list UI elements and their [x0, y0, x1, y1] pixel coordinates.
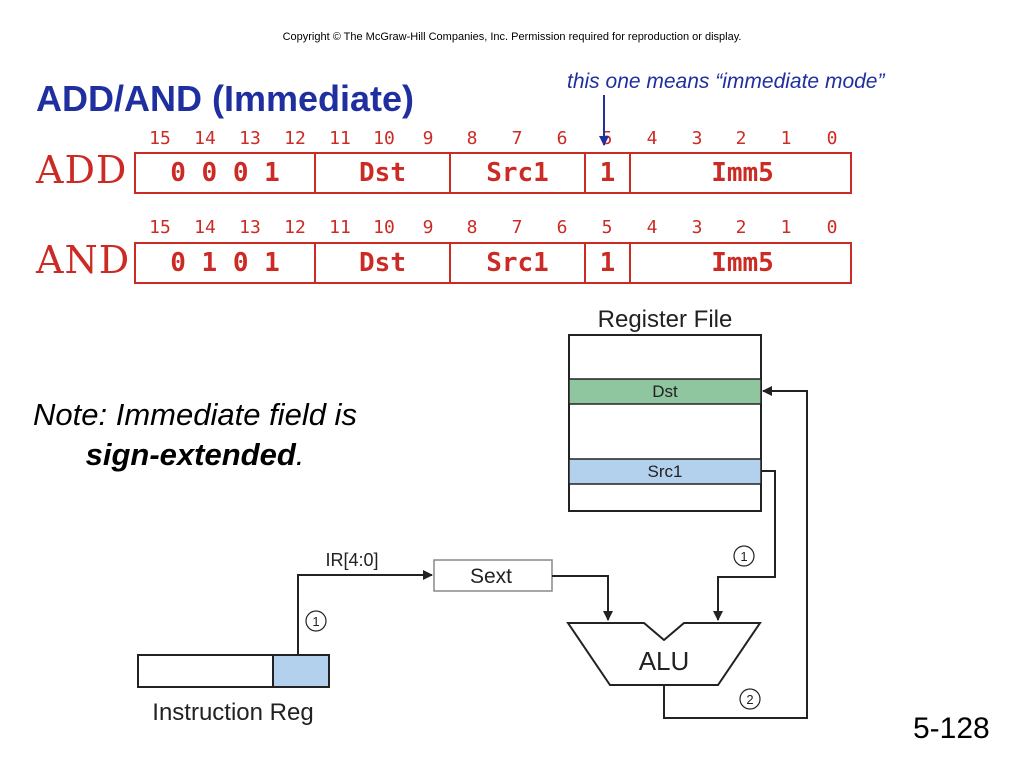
sext-to-alu-wire	[552, 575, 613, 621]
bit-number: 13	[239, 128, 261, 149]
sign-extension-note: Note: Immediate field is sign-extended.	[0, 395, 390, 475]
ir-field-label: IR[4:0]	[325, 550, 378, 570]
note-line-1: Note: Immediate field is	[33, 397, 357, 432]
alu-label: ALU	[639, 646, 690, 676]
bit-number: 6	[556, 217, 568, 238]
bit-number: 8	[466, 217, 478, 238]
add-imm5-field: Imm5	[711, 158, 774, 188]
bit-number: 5	[601, 217, 613, 238]
bit-number: 1	[780, 128, 792, 149]
src1-to-alu-wire	[713, 470, 776, 621]
bit-number: 10	[373, 128, 395, 149]
and-opcode-label: AND	[36, 238, 131, 282]
bit-number: 12	[284, 128, 306, 149]
bit-number: 8	[466, 128, 478, 149]
bit-number: 3	[691, 217, 703, 238]
page-number: 5-128	[913, 712, 990, 745]
src1-register	[568, 458, 762, 485]
register-file-label: Register File	[598, 306, 733, 333]
add-src1-field: Src1	[451, 154, 586, 192]
step-src1-marker	[733, 545, 755, 567]
bit-number: 1	[780, 217, 792, 238]
bit-number: 6	[556, 128, 568, 149]
and-imm5-field: Imm5	[711, 248, 774, 278]
bit-number: 0	[826, 217, 838, 238]
bit-number: 11	[329, 128, 351, 149]
bit-number: 15	[149, 128, 171, 149]
add-opcode-label: ADD	[36, 148, 128, 192]
and-mode-bit: 1	[586, 244, 631, 282]
add-dst-field: Dst	[316, 154, 451, 192]
ir-to-sext-wire	[297, 570, 433, 655]
bit-number: 12	[284, 217, 306, 238]
step-alu-marker	[739, 688, 761, 710]
bit-number: 9	[422, 128, 434, 149]
src1-register-label: Src1	[648, 462, 683, 481]
add-instruction-format: 0 0 0 1 Dst Src1 1 Imm5	[134, 152, 852, 194]
bit-number: 10	[373, 217, 395, 238]
alu-shape	[566, 622, 762, 686]
note-emphasis: sign-extended	[85, 437, 296, 472]
and-dst-field: Dst	[316, 244, 451, 282]
instruction-reg-high	[137, 654, 274, 688]
bit-number: 7	[511, 217, 523, 238]
bit-number: 14	[194, 128, 216, 149]
bit-number: 9	[422, 217, 434, 238]
bit-number: 0	[826, 128, 838, 149]
bit-number: 14	[194, 217, 216, 238]
note-period: .	[295, 437, 305, 472]
bit-number: 13	[239, 217, 261, 238]
instruction-reg-label: Instruction Reg	[152, 699, 313, 726]
add-opcode-bits: 0 0 0 1	[136, 154, 316, 192]
bit-number: 4	[646, 128, 658, 149]
step-alu-number: 2	[746, 692, 753, 707]
instruction-reg-imm-field	[272, 654, 330, 688]
dst-register	[568, 378, 762, 405]
note-line-2: sign-extended.	[0, 435, 390, 475]
slide-title: ADD/AND (Immediate)	[36, 78, 415, 119]
bit-number: 2	[735, 217, 747, 238]
sext-box	[433, 559, 553, 592]
step-ir-number: 1	[312, 614, 319, 629]
bit-number: 4	[646, 217, 658, 238]
sext-label: Sext	[470, 565, 512, 588]
bit-number: 2	[735, 128, 747, 149]
bit-number: 3	[691, 128, 703, 149]
and-src1-field: Src1	[451, 244, 586, 282]
immediate-mode-annotation: this one means “immediate mode”	[567, 70, 885, 93]
bit-number: 15	[149, 217, 171, 238]
step-ir-marker	[305, 610, 327, 632]
copyright-notice: Copyright © The McGraw-Hill Companies, I…	[282, 31, 742, 43]
and-opcode-bits: 0 1 0 1	[136, 244, 316, 282]
step-src1-number: 1	[740, 549, 747, 564]
bit-number: 11	[329, 217, 351, 238]
bit-number: 7	[511, 128, 523, 149]
alu-to-dst-wire	[663, 386, 808, 719]
and-instruction-format: 0 1 0 1 Dst Src1 1 Imm5	[134, 242, 852, 284]
add-mode-bit: 1	[586, 154, 631, 192]
dst-register-label: Dst	[652, 382, 678, 401]
